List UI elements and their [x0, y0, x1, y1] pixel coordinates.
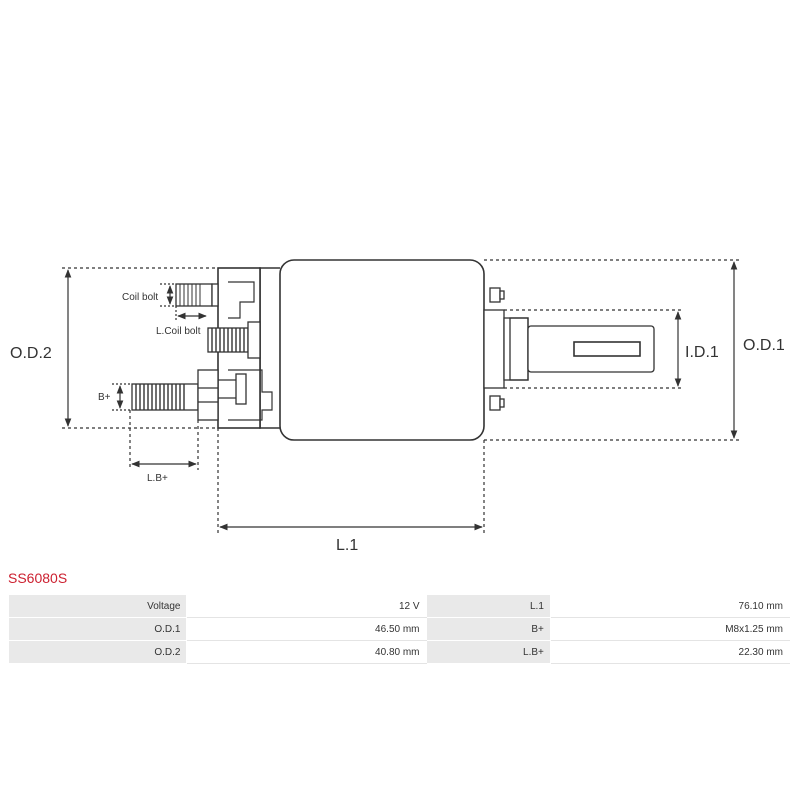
l-b-plus-label: L.B+: [147, 473, 168, 484]
spec-value: 40.80 mm: [186, 640, 427, 664]
spec-value: 46.50 mm: [186, 617, 427, 641]
spec-key: O.D.1: [7, 617, 188, 641]
table-row: O.D.1 46.50 mm B+ M8x1.25 mm: [7, 617, 791, 641]
spec-value: 76.10 mm: [549, 594, 791, 618]
spec-value: 12 V: [186, 594, 427, 618]
table-row: Voltage 12 V L.1 76.10 mm: [7, 594, 791, 618]
spec-key: Voltage: [7, 594, 188, 618]
spec-key: B+: [425, 617, 551, 641]
l-coil-bolt-label: L.Coil bolt: [156, 326, 201, 337]
spec-value: M8x1.25 mm: [549, 617, 791, 641]
dimension-lines: [62, 259, 740, 536]
id1-label: I.D.1: [685, 344, 719, 361]
l-coil-bolt-stud: [207, 321, 261, 359]
spec-key: L.B+: [425, 640, 551, 664]
spec-key: L.1: [425, 594, 551, 618]
plunger: [483, 287, 655, 411]
b-plus-label: B+: [98, 392, 111, 403]
coil-bolt-terminal: [175, 283, 219, 307]
coil-bolt-label: Coil bolt: [122, 292, 158, 303]
b-plus-terminal: [131, 369, 247, 421]
solenoid-technical-drawing: O.D.2 O.D.1 I.D.1 L.1 Coil bolt L.Coil b…: [10, 259, 785, 554]
spec-value: 22.30 mm: [549, 640, 791, 664]
od1-label: O.D.1: [743, 337, 785, 354]
od2-label: O.D.2: [10, 345, 52, 362]
spec-table: Voltage 12 V L.1 76.10 mm O.D.1 46.50 mm…: [7, 594, 791, 664]
l1-label: L.1: [336, 537, 358, 554]
table-row: O.D.2 40.80 mm L.B+ 22.30 mm: [7, 640, 791, 664]
spec-key: O.D.2: [7, 640, 188, 664]
product-code: SS6080S: [8, 570, 68, 586]
